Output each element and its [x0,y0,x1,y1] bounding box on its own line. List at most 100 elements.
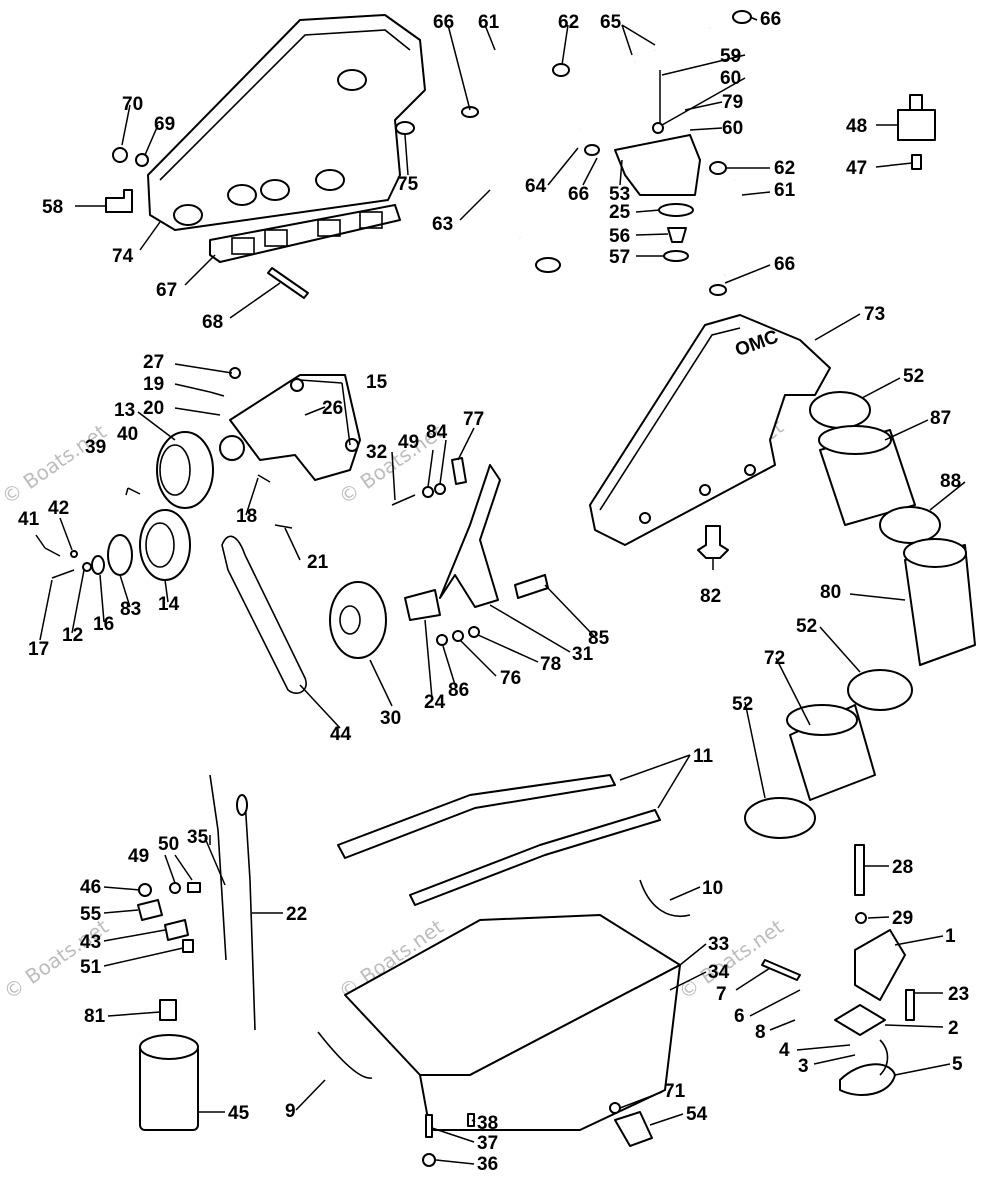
crankshaft-pulley [139,509,191,581]
stud-37 [425,1114,433,1138]
callout-9: 9 [285,1101,296,1122]
callout-1: 1 [945,926,956,947]
pickup-screen [839,1063,896,1096]
bolt-19 [209,391,225,397]
clip-77 [451,457,467,485]
bolt-41 [44,547,61,557]
manifold-stud [267,267,309,299]
oil-pan [344,914,681,1131]
callout-41: 41 [18,509,40,530]
callout-36: 36 [477,1154,498,1175]
part-drawings [44,10,976,1167]
washer-29 [855,912,867,924]
callout-67: 67 [156,280,177,301]
pump-cover [834,1004,886,1036]
callout-14: 14 [158,594,180,615]
clip-43 [164,919,189,941]
callout-68: 68 [202,312,223,333]
callout-84: 84 [426,422,448,443]
sleeve-ring [395,121,415,135]
bolt-17 [51,569,75,579]
washer-78 [468,626,480,638]
exhaust-elbow-80 [903,538,976,666]
pickup-tube [854,844,865,896]
drive-belt [221,535,307,694]
callout-38: 38 [477,1113,498,1134]
callout-45: 45 [228,1103,250,1124]
housing-gasket [658,203,694,217]
callout-6: 6 [734,1006,745,1027]
callout-83: 83 [120,599,141,620]
nut-46 [138,883,152,897]
washer-49 [422,486,434,498]
callout-13: 13 [114,400,135,421]
callout-48: 48 [846,116,867,137]
exhaust-clamp-52-upper [809,391,871,429]
hose-clamp [709,161,727,175]
callout-5: 5 [952,1054,963,1075]
drain-gasket [609,1102,621,1114]
callout-31: 31 [572,644,594,665]
callout-labels: 66 61 62 65 66 59 60 79 60 70 69 58 75 7… [18,9,969,1175]
front-seal [317,1031,373,1079]
callout-52: 52 [796,616,817,637]
callout-24: 24 [424,692,446,713]
hose-clamp [732,10,752,24]
callout-69: 69 [154,114,175,135]
callout-25: 25 [609,202,631,223]
callout-74: 74 [112,246,134,267]
drain-plug [614,1111,653,1147]
hose-clamp [552,63,570,77]
callout-52: 52 [732,694,753,715]
hose-clamp [535,257,561,273]
callout-75: 75 [397,174,419,195]
callout-22: 22 [286,904,307,925]
callout-88: 88 [940,471,961,492]
callout-18: 18 [236,506,257,527]
callout-85: 85 [588,628,610,649]
bolt-21 [274,524,293,529]
callout-44: 44 [330,724,352,745]
oil-pan-gasket-lower [409,809,661,906]
callout-42: 42 [48,498,69,519]
exhaust-manifold-left [147,14,426,231]
callout-51: 51 [80,957,102,978]
hose-clamp [709,284,727,296]
callout-4: 4 [779,1040,790,1061]
exhaust-sleeve-72 [786,704,876,801]
bolt-23 [905,989,915,1021]
callout-70: 70 [122,94,143,115]
bolt-18 [257,474,271,483]
callout-82: 82 [700,586,721,607]
callout-63: 63 [432,214,453,235]
callout-15: 15 [366,372,388,393]
filter-adapter [159,999,177,1021]
callout-81: 81 [84,1006,106,1027]
washer-42 [70,550,78,558]
watermark-6: © Boats.net [674,914,788,1004]
callout-58: 58 [42,197,63,218]
callout-54: 54 [686,1104,708,1125]
callout-78: 78 [540,654,561,675]
exhaust-clamp-88 [879,506,941,544]
o-ring [663,250,689,262]
callout-72: 72 [764,648,785,669]
callout-61: 61 [774,180,796,201]
callout-47: 47 [846,158,867,179]
callout-21: 21 [307,552,329,573]
exhaust-clamp-52-lower [744,797,816,839]
callout-66: 66 [568,184,589,205]
manifold-gasket [209,204,401,263]
callout-28: 28 [892,857,913,878]
callout-60: 60 [720,68,741,89]
callout-16: 16 [93,614,114,635]
callout-62: 62 [774,158,795,179]
exhaust-sleeve-87 [818,425,916,526]
spacer [91,555,105,575]
washer-small [82,562,92,572]
hub-plate [107,534,133,576]
callout-64: 64 [525,176,547,197]
dipstick [244,799,256,1031]
callout-33: 33 [708,934,729,955]
bolt-39 [127,487,141,495]
